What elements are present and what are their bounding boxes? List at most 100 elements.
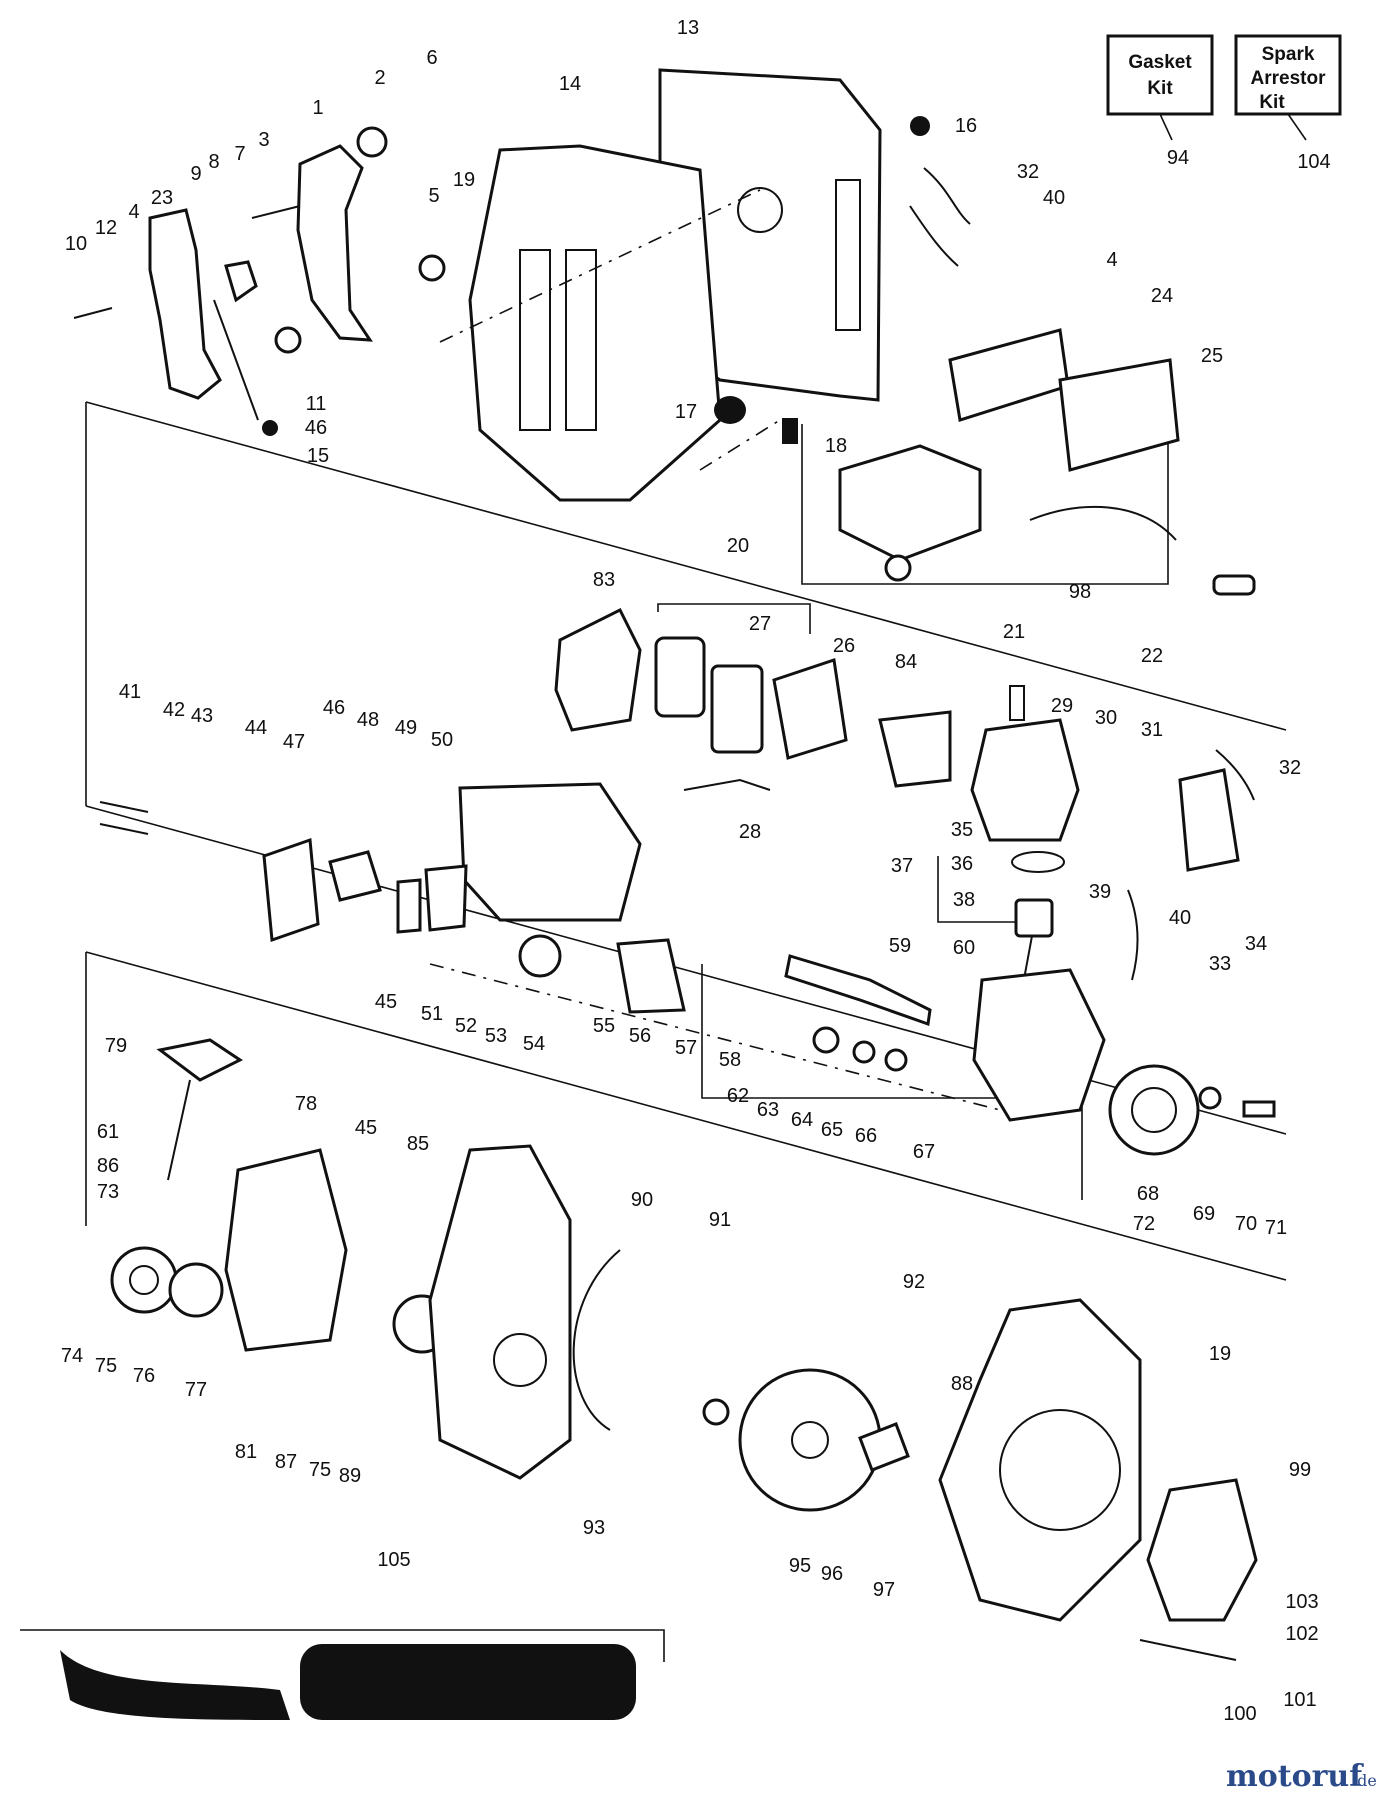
callout-number: 97 bbox=[873, 1579, 895, 1601]
callout-number: 19 bbox=[1209, 1343, 1231, 1365]
callout-number: 25 bbox=[1201, 345, 1223, 367]
watermark-brand: motoruf bbox=[1226, 1759, 1364, 1794]
callout-number: 32 bbox=[1279, 757, 1301, 779]
callout-number: 42 bbox=[163, 699, 185, 721]
callout-number: 39 bbox=[1089, 881, 1111, 903]
callout-number: 15 bbox=[307, 445, 329, 467]
callout-number: 16 bbox=[955, 115, 977, 137]
callout-number: 22 bbox=[1141, 645, 1163, 667]
callout-number: 3 bbox=[258, 129, 269, 151]
callout-number: 53 bbox=[485, 1025, 507, 1047]
callout-number: 76 bbox=[133, 1365, 155, 1387]
callout-number: 56 bbox=[629, 1025, 651, 1047]
callout-number: 96 bbox=[821, 1563, 843, 1585]
callout-number: 89 bbox=[339, 1465, 361, 1487]
callout-number: 74 bbox=[61, 1345, 83, 1367]
blower-housing bbox=[439, 68, 882, 502]
callout-number: 102 bbox=[1285, 1623, 1318, 1645]
callout-number: 13 bbox=[677, 17, 699, 39]
callout-number: 24 bbox=[1151, 285, 1173, 307]
impeller-group bbox=[702, 1298, 1258, 1661]
callout-number: 86 bbox=[97, 1155, 119, 1177]
callout-number: 37 bbox=[891, 855, 913, 877]
spark-arrestor-kit-box: Spark Arrestor Kit 104 bbox=[1234, 34, 1342, 173]
carburetor-group bbox=[99, 607, 952, 1014]
callout-number: 31 bbox=[1141, 719, 1163, 741]
callout-number: 85 bbox=[407, 1133, 429, 1155]
callout-number: 52 bbox=[455, 1015, 477, 1037]
callout-number: 75 bbox=[95, 1355, 117, 1377]
spark-arrestor-kit-line-1: Spark bbox=[1262, 44, 1315, 65]
callout-number: 12 bbox=[95, 217, 117, 239]
callout-number: 87 bbox=[275, 1451, 297, 1473]
callout-number: 35 bbox=[951, 819, 973, 841]
callout-number: 103 bbox=[1285, 1591, 1318, 1613]
callout-number: 7 bbox=[234, 143, 245, 165]
callout-number: 17 bbox=[675, 401, 697, 423]
callout-number: 8 bbox=[208, 151, 219, 173]
callout-number: 21 bbox=[1003, 621, 1025, 643]
callout-number: 61 bbox=[97, 1121, 119, 1143]
callout-number: 83 bbox=[593, 569, 615, 591]
callout-number: 32 bbox=[1017, 161, 1039, 183]
callout-number: 68 bbox=[1137, 1183, 1159, 1205]
callout-number: 54 bbox=[523, 1033, 545, 1055]
callout-number: 84 bbox=[895, 651, 917, 673]
callout-number: 4 bbox=[128, 201, 139, 223]
callout-number: 88 bbox=[951, 1373, 973, 1395]
callout-number: 29 bbox=[1051, 695, 1073, 717]
callout-number: 6 bbox=[426, 47, 437, 69]
callout-number: 46 bbox=[323, 697, 345, 719]
callout-number: 14 bbox=[559, 73, 581, 95]
callout-number: 62 bbox=[727, 1085, 749, 1107]
callout-number: 9 bbox=[190, 163, 201, 185]
callout-number: 65 bbox=[821, 1119, 843, 1141]
callout-number: 73 bbox=[97, 1181, 119, 1203]
callout-number: 40 bbox=[1043, 187, 1065, 209]
callout-number: 57 bbox=[675, 1037, 697, 1059]
callout-number: 30 bbox=[1095, 707, 1117, 729]
gasket-kit-number: 94 bbox=[1167, 147, 1189, 169]
callout-number: 10 bbox=[65, 233, 87, 255]
callout-number: 44 bbox=[245, 717, 267, 739]
watermark-suffix: .de bbox=[1352, 1771, 1377, 1790]
callout-number: 77 bbox=[185, 1379, 207, 1401]
starter-group bbox=[110, 1038, 621, 1480]
callout-number: 18 bbox=[825, 435, 847, 457]
callout-number: 20 bbox=[727, 535, 749, 557]
callout-number: 105 bbox=[377, 1549, 410, 1571]
gasket-kit-line-2: Kit bbox=[1147, 78, 1173, 99]
callout-number: 70 bbox=[1235, 1213, 1257, 1235]
spark-arrestor-kit-line-2: Arrestor bbox=[1251, 68, 1327, 89]
handle-assembly bbox=[73, 126, 446, 436]
callout-number: 43 bbox=[191, 705, 213, 727]
callout-number: 100 bbox=[1223, 1703, 1256, 1725]
gasket-kit-line-1: Gasket bbox=[1128, 52, 1192, 73]
callout-number: 36 bbox=[951, 853, 973, 875]
callout-number: 11 bbox=[306, 393, 327, 415]
callout-number: 66 bbox=[855, 1125, 877, 1147]
callout-number: 55 bbox=[593, 1015, 615, 1037]
callout-number: 49 bbox=[395, 717, 417, 739]
callout-number: 33 bbox=[1209, 953, 1231, 975]
callout-number: 63 bbox=[757, 1099, 779, 1121]
callout-number: 46 bbox=[305, 417, 327, 439]
callout-number: 60 bbox=[953, 937, 975, 959]
blower-tubes bbox=[60, 1644, 636, 1720]
callout-number: 59 bbox=[889, 935, 911, 957]
callout-number: 69 bbox=[1193, 1203, 1215, 1225]
callout-number: 48 bbox=[357, 709, 379, 731]
callout-number: 5 bbox=[428, 185, 439, 207]
cylinder-group bbox=[429, 685, 1276, 1156]
callout-number: 19 bbox=[453, 169, 475, 191]
callout-number: 95 bbox=[789, 1555, 811, 1577]
callout-number: 67 bbox=[913, 1141, 935, 1163]
callout-number: 81 bbox=[235, 1441, 257, 1463]
callout-number: 75 bbox=[309, 1459, 331, 1481]
air-filter-assembly bbox=[838, 116, 1256, 596]
callout-number: 50 bbox=[431, 729, 453, 751]
callout-number: 34 bbox=[1245, 933, 1267, 955]
callout-number: 27 bbox=[749, 613, 771, 635]
callout-number: 26 bbox=[833, 635, 855, 657]
callout-number: 41 bbox=[119, 681, 141, 703]
